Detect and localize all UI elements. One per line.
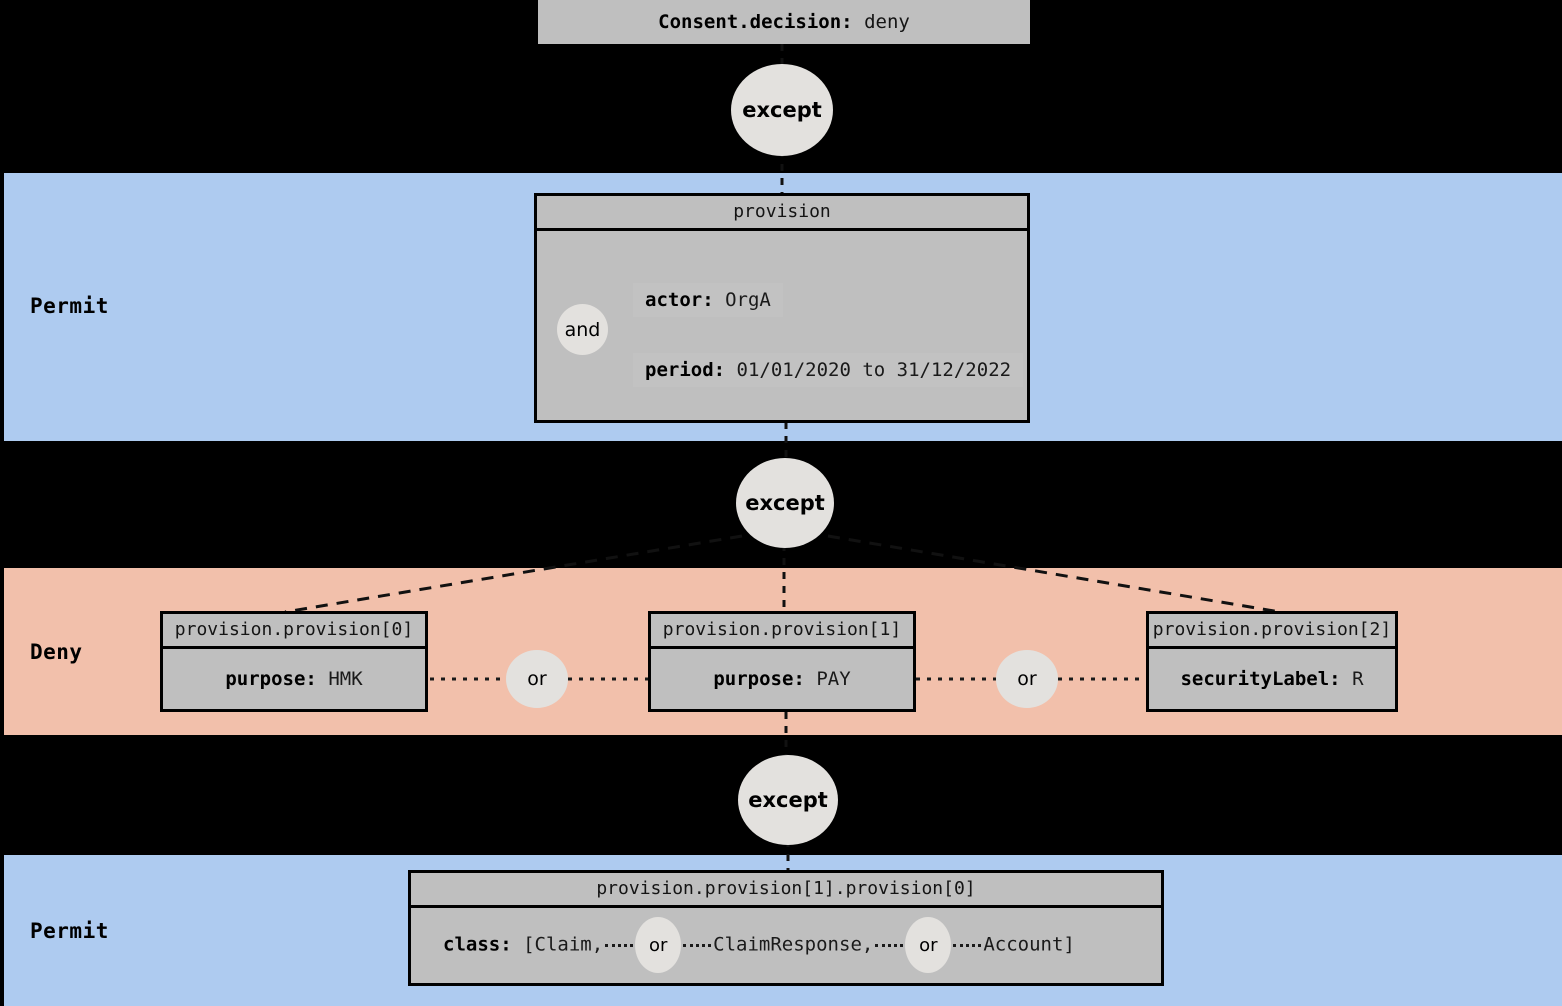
dotted-connector xyxy=(953,943,982,947)
attr-purpose-pay-value: PAY xyxy=(816,667,851,690)
attr-purpose-hmk-value: HMK xyxy=(328,667,363,690)
except-bubble-3[interactable]: except xyxy=(738,755,838,845)
dotted-connector xyxy=(875,943,904,947)
attr-purpose-pay[interactable]: purpose: PAY xyxy=(713,668,850,690)
node-provision-header: provision xyxy=(537,196,1027,231)
node-provision-1-0-header: provision.provision[1].provision[0] xyxy=(411,873,1161,908)
except-bubble-2[interactable]: except xyxy=(736,458,834,548)
attr-securitylabel-value: R xyxy=(1352,667,1364,690)
attr-class-key: class: xyxy=(443,933,512,956)
inline-or-bubble-2[interactable]: or xyxy=(905,917,952,973)
attr-purpose-pay-key: purpose: xyxy=(713,667,805,690)
consent-decision-key: Consent.decision: xyxy=(658,11,853,33)
and-bubble[interactable]: and xyxy=(557,304,608,355)
attr-period-value: 01/01/2020 to 31/12/2022 xyxy=(736,359,1012,381)
or-bubble-2[interactable]: or xyxy=(996,650,1058,708)
node-provision-1-0-body: class: [Claim, or ClaimResponse, or Account] xyxy=(411,908,1161,982)
band-left-edge xyxy=(0,173,4,441)
node-provision-0[interactable]: provision.provision[0] purpose: HMK xyxy=(160,611,428,712)
band-label-deny: Deny xyxy=(30,640,83,664)
attr-securitylabel[interactable]: securityLabel: R xyxy=(1180,668,1363,690)
node-provision[interactable]: provision actor: OrgA period: 01/01/2020… xyxy=(534,193,1030,423)
attr-purpose-hmk[interactable]: purpose: HMK xyxy=(225,668,362,690)
except-bubble-1[interactable]: except xyxy=(731,64,833,156)
attr-purpose-hmk-key: purpose: xyxy=(225,667,317,690)
node-provision-1-body: purpose: PAY xyxy=(651,649,913,708)
node-provision-1-0[interactable]: provision.provision[1].provision[0] clas… xyxy=(408,870,1164,986)
attr-securitylabel-key: securityLabel: xyxy=(1180,667,1341,690)
attr-class-close: Account] xyxy=(983,933,1075,956)
dotted-connector xyxy=(683,943,712,947)
attr-class-open: [Claim, xyxy=(523,933,604,956)
inline-or-bubble-1[interactable]: or xyxy=(635,917,682,973)
node-provision-body: actor: OrgA period: 01/01/2020 to 31/12/… xyxy=(537,231,1027,419)
node-provision-2-header: provision.provision[2] xyxy=(1149,614,1395,649)
node-provision-0-body: purpose: HMK xyxy=(163,649,425,708)
attr-actor-value: OrgA xyxy=(725,289,771,311)
node-provision-0-header: provision.provision[0] xyxy=(163,614,425,649)
attr-actor-key: actor: xyxy=(645,289,714,311)
band-label-permit-top: Permit xyxy=(30,294,109,318)
attr-period-key: period: xyxy=(645,359,726,381)
consent-decision-value: deny xyxy=(864,11,910,33)
consent-decision-box[interactable]: Consent.decision: deny xyxy=(538,0,1030,44)
attr-period[interactable]: period: 01/01/2020 to 31/12/2022 xyxy=(633,353,1024,387)
node-provision-1[interactable]: provision.provision[1] purpose: PAY xyxy=(648,611,916,712)
band-left-edge xyxy=(0,568,4,735)
node-provision-2[interactable]: provision.provision[2] securityLabel: R xyxy=(1146,611,1398,712)
band-label-permit-bottom: Permit xyxy=(30,919,109,943)
band-left-edge xyxy=(0,855,4,1006)
attr-actor[interactable]: actor: OrgA xyxy=(633,283,783,317)
or-bubble-1[interactable]: or xyxy=(506,650,568,708)
node-provision-2-body: securityLabel: R xyxy=(1149,649,1395,708)
node-provision-1-header: provision.provision[1] xyxy=(651,614,913,649)
attr-class-middle: ClaimResponse, xyxy=(713,933,874,956)
dotted-connector xyxy=(605,943,634,947)
attr-class-list[interactable]: class: [Claim, or ClaimResponse, or Account] xyxy=(443,917,1075,973)
